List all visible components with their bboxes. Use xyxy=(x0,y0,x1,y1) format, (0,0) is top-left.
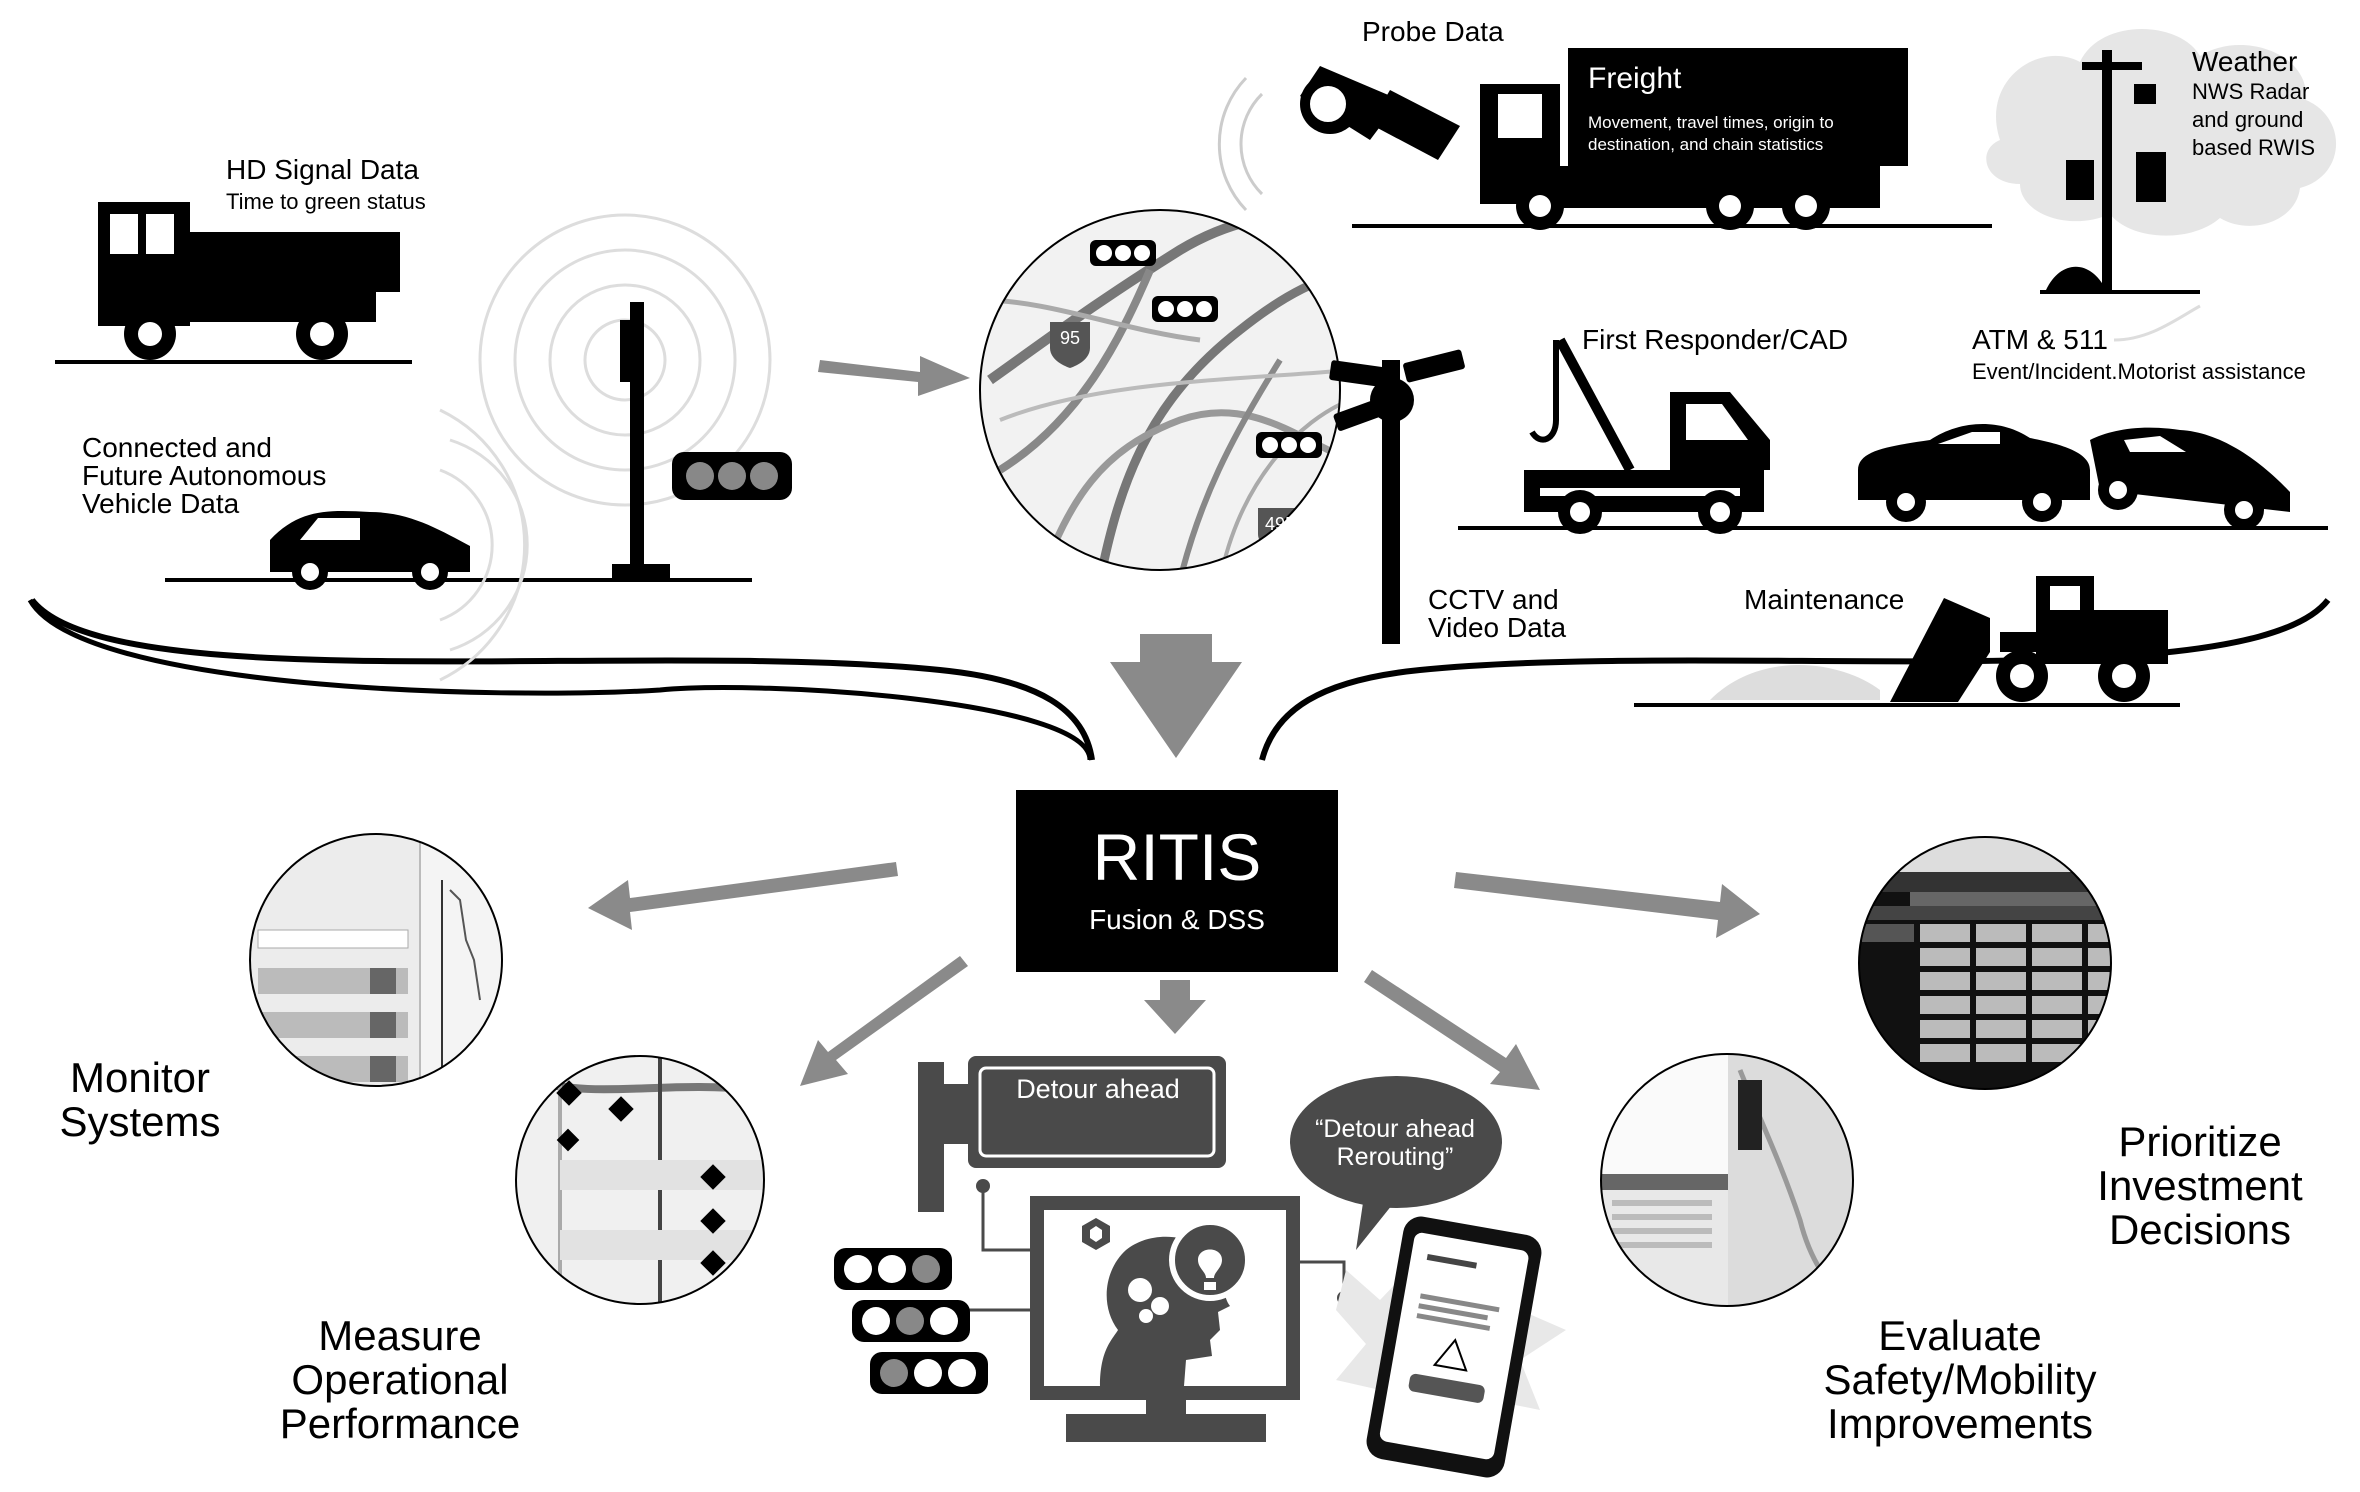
weather-line-3: based RWIS xyxy=(2192,135,2316,160)
map-circle xyxy=(980,210,1340,570)
atm-511-subtitle: Event/Incident.Motorist assistance xyxy=(1972,359,2306,384)
output-arrows xyxy=(588,862,1760,1090)
loader-icon xyxy=(1710,576,2168,702)
measure-line-1: Measure xyxy=(318,1312,482,1359)
computer-monitor-icon xyxy=(1030,1196,1300,1442)
weather-line-2: and ground xyxy=(2192,107,2304,132)
arrow-to-ritis xyxy=(1110,634,1242,758)
ritis-title: RITIS xyxy=(1092,820,1262,894)
monitor-screenshot-circle xyxy=(250,834,502,1086)
smartphone-icon xyxy=(1336,1216,1566,1478)
satellite-icon xyxy=(1217,66,1460,212)
monitor-line-1: Monitor xyxy=(69,1054,211,1101)
speech-bubble-line-1: “Detour ahead xyxy=(1315,1115,1475,1143)
measure-line-3: Performance xyxy=(279,1400,521,1447)
evaluate-screenshot-circle xyxy=(1601,1054,1853,1306)
freight-box: Freight Movement, travel times, origin t… xyxy=(1568,48,1908,166)
weather-station-icon xyxy=(1986,28,2337,294)
signal-waves-icon xyxy=(478,213,772,507)
freight-title: Freight xyxy=(1588,62,1682,95)
atm-511-title: ATM & 511 xyxy=(1972,324,2108,355)
measure-circle-border xyxy=(515,1055,765,1305)
freight-truck-icon xyxy=(1480,84,1880,230)
evaluate-line-1: Evaluate xyxy=(1878,1312,2042,1359)
prioritize-screenshot-circle xyxy=(1859,837,2111,1089)
connected-line-1: Connected and xyxy=(82,432,272,463)
evaluate-circle-border xyxy=(1600,1053,1854,1307)
speech-bubble-line-2: Rerouting” xyxy=(1336,1142,1454,1171)
tow-truck-icon xyxy=(1524,337,1770,534)
connected-line-2: Future Autonomous xyxy=(82,460,327,491)
evaluate-line-3: Improvements xyxy=(1826,1400,2094,1447)
shield-i95: 95 xyxy=(1059,328,1081,348)
cctv-line-2: Video Data xyxy=(1428,612,1567,643)
maintenance-label: Maintenance xyxy=(1744,584,1905,615)
evaluate-line-2: Safety/Mobility xyxy=(1823,1356,2097,1403)
monitor-circle-border xyxy=(249,833,503,1087)
ground-lines xyxy=(55,224,2328,707)
map-circle-border xyxy=(979,209,1341,571)
arrow-signal-to-map xyxy=(818,356,970,396)
cctv-camera-icon xyxy=(1329,349,1465,644)
detour-sign-text: Detour ahead xyxy=(1016,1074,1180,1104)
divider-curve-right xyxy=(1259,598,2331,761)
car-waves-icon xyxy=(439,408,529,682)
dump-truck-icon xyxy=(98,202,400,360)
prioritize-line-3: Decisions xyxy=(2108,1206,2292,1253)
weather-title: Weather xyxy=(2192,46,2298,77)
prioritize-circle-border xyxy=(1858,836,2112,1090)
cctv-line-1: CCTV and xyxy=(1428,584,1559,615)
probe-data-label: Probe Data xyxy=(1362,16,1504,47)
prioritize-line-1: Prioritize xyxy=(2118,1118,2282,1165)
speech-bubble-text: “Detour ahead Rerouting” xyxy=(1290,1115,1500,1171)
freight-description: Movement, travel times, origin to destin… xyxy=(1588,113,1834,155)
weather-line-1: NWS Radar xyxy=(2192,79,2310,104)
ritis-box: RITIS Fusion & DSS xyxy=(1016,790,1338,972)
prioritize-line-2: Investment xyxy=(2097,1162,2303,1209)
hd-signal-subtitle: Time to green status xyxy=(226,189,426,214)
divider-curve xyxy=(27,598,1093,761)
monitor-line-2: Systems xyxy=(59,1098,221,1145)
crashed-cars-icon xyxy=(1858,304,2290,530)
measure-screenshot-circle xyxy=(516,1056,764,1304)
first-responder-label: First Responder/CAD xyxy=(1582,324,1849,355)
speech-bubble-icon xyxy=(1290,1076,1502,1250)
connected-car-icon xyxy=(270,511,470,590)
traffic-signal-icon xyxy=(612,302,792,578)
connected-line-3: Vehicle Data xyxy=(82,488,240,519)
measure-line-2: Operational xyxy=(291,1356,509,1403)
traffic-lights-stack-icon xyxy=(834,1248,988,1394)
ritis-subtitle: Fusion & DSS xyxy=(1089,904,1265,935)
shield-i495: 495 xyxy=(1264,514,1296,534)
divider-curve-left xyxy=(29,598,1095,761)
hd-signal-title: HD Signal Data xyxy=(226,154,419,185)
